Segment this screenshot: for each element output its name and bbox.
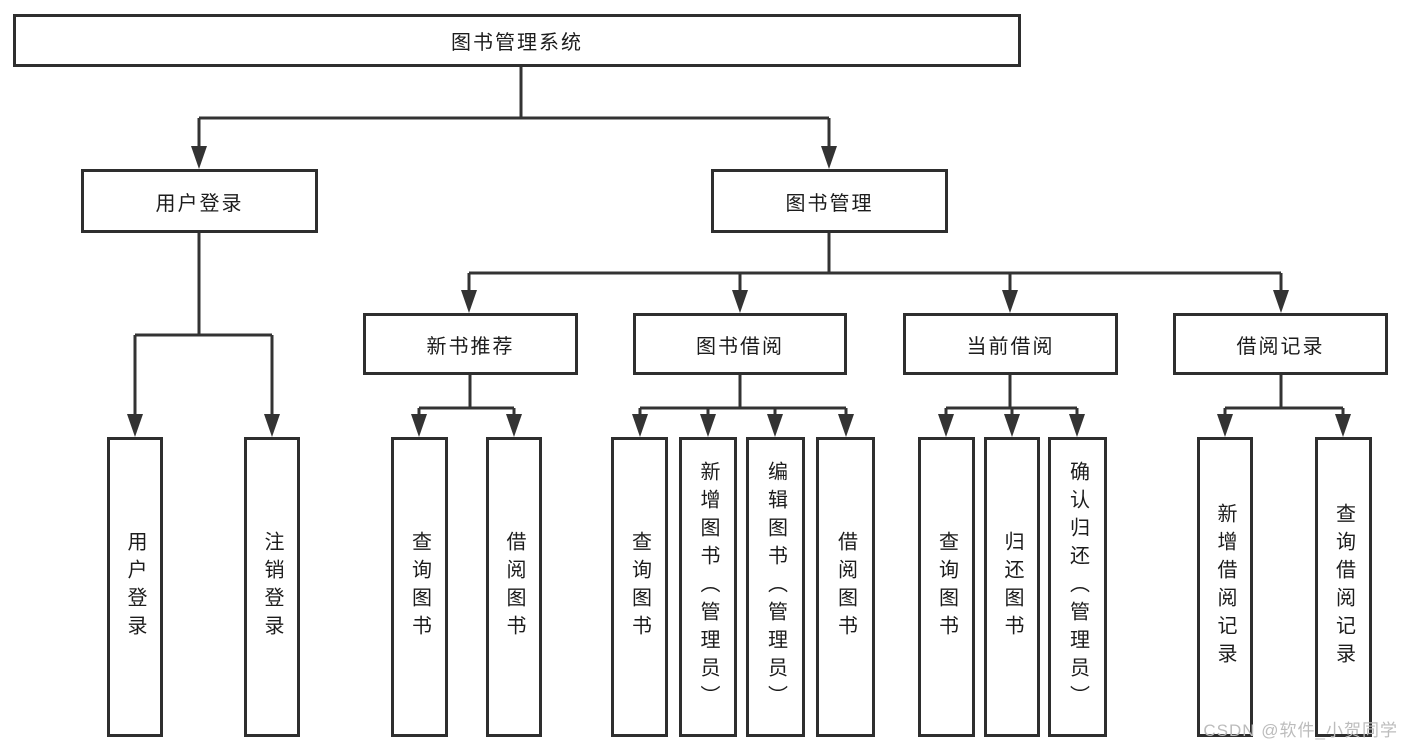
leaf-record-query-label: 查询借阅记录 bbox=[1332, 503, 1355, 671]
node-user-login-branch-label: 用户登录 bbox=[155, 192, 244, 215]
leaf-current-query-book: 查询图书 bbox=[918, 437, 975, 737]
leaf-borrow-query-book-label: 查询图书 bbox=[628, 531, 651, 643]
leaf-record-add: 新增借阅记录 bbox=[1197, 437, 1253, 737]
leaf-record-add-label: 新增借阅记录 bbox=[1214, 503, 1236, 671]
arrowheads bbox=[127, 146, 1351, 437]
leaf-borrow-borrow-book: 借阅图书 bbox=[816, 437, 875, 737]
leaf-user-login-label: 用户登录 bbox=[124, 531, 146, 643]
leaf-borrow-add-book-admin-label: 新增图书（管理员） bbox=[697, 461, 719, 713]
node-borrow-record-label: 借阅记录 bbox=[1236, 335, 1325, 358]
leaf-current-confirm-return-admin-label: 确认归还（管理员） bbox=[1066, 461, 1089, 713]
node-user-login-branch: 用户登录 bbox=[81, 169, 318, 233]
leaf-recommend-borrow-book-label: 借阅图书 bbox=[503, 531, 525, 643]
node-book-management-branch-label: 图书管理 bbox=[785, 192, 874, 215]
leaf-logout-label: 注销登录 bbox=[261, 531, 283, 643]
leaf-current-query-book-label: 查询图书 bbox=[935, 531, 958, 643]
leaf-recommend-query-book: 查询图书 bbox=[391, 437, 448, 737]
node-root-label: 图书管理系统 bbox=[451, 32, 583, 54]
leaf-borrow-add-book-admin: 新增图书（管理员） bbox=[679, 437, 737, 737]
leaf-user-login: 用户登录 bbox=[107, 437, 163, 737]
leaf-current-confirm-return-admin: 确认归还（管理员） bbox=[1048, 437, 1107, 737]
csdn-watermark: CSDN @软件_小贺同学 bbox=[1203, 721, 1398, 740]
node-book-management-branch: 图书管理 bbox=[711, 169, 948, 233]
leaf-record-query: 查询借阅记录 bbox=[1315, 437, 1372, 737]
node-root-system: 图书管理系统 bbox=[13, 14, 1021, 67]
node-current-borrow-label: 当前借阅 bbox=[966, 335, 1055, 358]
leaf-logout: 注销登录 bbox=[244, 437, 300, 737]
node-current-borrow: 当前借阅 bbox=[903, 313, 1118, 375]
leaf-recommend-borrow-book: 借阅图书 bbox=[486, 437, 542, 737]
leaf-borrow-borrow-book-label: 借阅图书 bbox=[834, 531, 857, 643]
node-book-borrow-label: 图书借阅 bbox=[696, 335, 784, 358]
node-new-book-recommend-label: 新书推荐 bbox=[426, 335, 515, 358]
leaf-current-return-book: 归还图书 bbox=[984, 437, 1040, 737]
leaf-borrow-query-book: 查询图书 bbox=[611, 437, 668, 737]
leaf-borrow-edit-book-admin-label: 编辑图书（管理员） bbox=[764, 461, 787, 713]
leaf-recommend-query-book-label: 查询图书 bbox=[408, 531, 431, 643]
node-new-book-recommend: 新书推荐 bbox=[363, 313, 578, 375]
leaf-borrow-edit-book-admin: 编辑图书（管理员） bbox=[746, 437, 805, 737]
node-borrow-record: 借阅记录 bbox=[1173, 313, 1388, 375]
node-book-borrow: 图书借阅 bbox=[633, 313, 847, 375]
leaf-current-return-book-label: 归还图书 bbox=[1001, 531, 1023, 643]
